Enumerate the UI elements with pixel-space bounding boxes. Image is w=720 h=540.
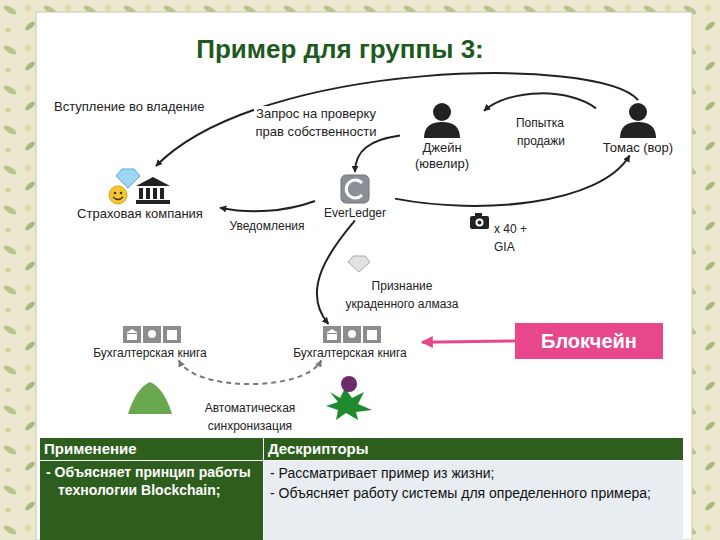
- table-cell: [264, 461, 683, 540]
- node-label: Джейн (ювелир): [402, 140, 482, 171]
- edge-label-box: Попытка продажи: [490, 113, 592, 149]
- table-header-text: Дескрипторы: [268, 440, 678, 458]
- diamond-icon: [348, 256, 370, 272]
- edge-label: Уведомления: [227, 219, 306, 233]
- connector-arrow: [179, 360, 321, 384]
- system-node: EverLedger: [315, 172, 395, 220]
- table-cell-text: - Объясняет принцип работы технологии Bl…: [46, 463, 258, 499]
- blockchain-box: Блокчейн: [515, 323, 663, 359]
- connector-arrow: [484, 93, 596, 110]
- actor-node: Страховая компания: [60, 166, 220, 222]
- edge-label-box: Вступление во владение: [52, 97, 232, 115]
- table-cell: [40, 461, 263, 540]
- diamond-icon: [116, 169, 140, 188]
- table-cell-text: - Объясняет работу системы для определен…: [270, 484, 678, 502]
- ledger-node: Бухгалтерская книга: [78, 324, 222, 360]
- node-label: Страховая компания: [62, 206, 218, 222]
- edge-label-box: Признание украденного алмаза: [343, 276, 461, 312]
- connector-arrow: [355, 136, 400, 172]
- person-icon: [424, 103, 460, 138]
- node-figure: [341, 376, 357, 392]
- edge-label-box: Запрос на проверку прав собственности: [252, 104, 380, 140]
- bank-icon: [136, 177, 170, 204]
- camera-icon: [470, 213, 489, 229]
- node-label: Бухгалтерская книга: [280, 346, 420, 360]
- ledger-icon-marks: [126, 329, 377, 340]
- ledger-node: Бухгалтерская книга: [278, 324, 422, 360]
- actor-node: Томас (вор): [596, 100, 680, 156]
- table-header-text: Применение: [44, 440, 259, 458]
- slide-title: Пример для группы 3:: [120, 34, 560, 64]
- table-header: [40, 438, 263, 460]
- node-label: Томас (вор): [598, 140, 678, 156]
- node-figure: [128, 382, 172, 414]
- node-label: Блокчейн: [517, 329, 661, 353]
- edge-label: Признание украденного алмаза: [344, 279, 461, 311]
- connector-arrow: [156, 73, 638, 166]
- edge-label: Вступление во владение: [52, 99, 206, 114]
- ledger-icons: [123, 326, 381, 343]
- connector-arrow: [220, 201, 315, 211]
- edge-label-box: Уведомления: [222, 216, 312, 234]
- edge-label: Запрос на проверку прав собственности: [254, 106, 379, 139]
- actor-node: Джейн (ювелир): [400, 100, 484, 171]
- person-icon: [620, 103, 656, 138]
- edge-label-box: Автоматическая синхронизация: [190, 398, 310, 434]
- node-figure: [326, 388, 372, 420]
- everledger-icon: [341, 175, 369, 203]
- smiley-icon: [109, 186, 127, 204]
- connector-arrow: [422, 341, 515, 342]
- table-header: [264, 438, 683, 460]
- table-cell-text: - Рассматривает пример из жизни;: [270, 464, 678, 482]
- photo-note: x 40 + GIA: [494, 220, 544, 256]
- edge-label: Попытка продажи: [514, 116, 567, 148]
- node-label: EverLedger: [317, 206, 393, 220]
- node-label: Бухгалтерская книга: [80, 346, 220, 360]
- edge-label: Автоматическая синхронизация: [203, 401, 298, 433]
